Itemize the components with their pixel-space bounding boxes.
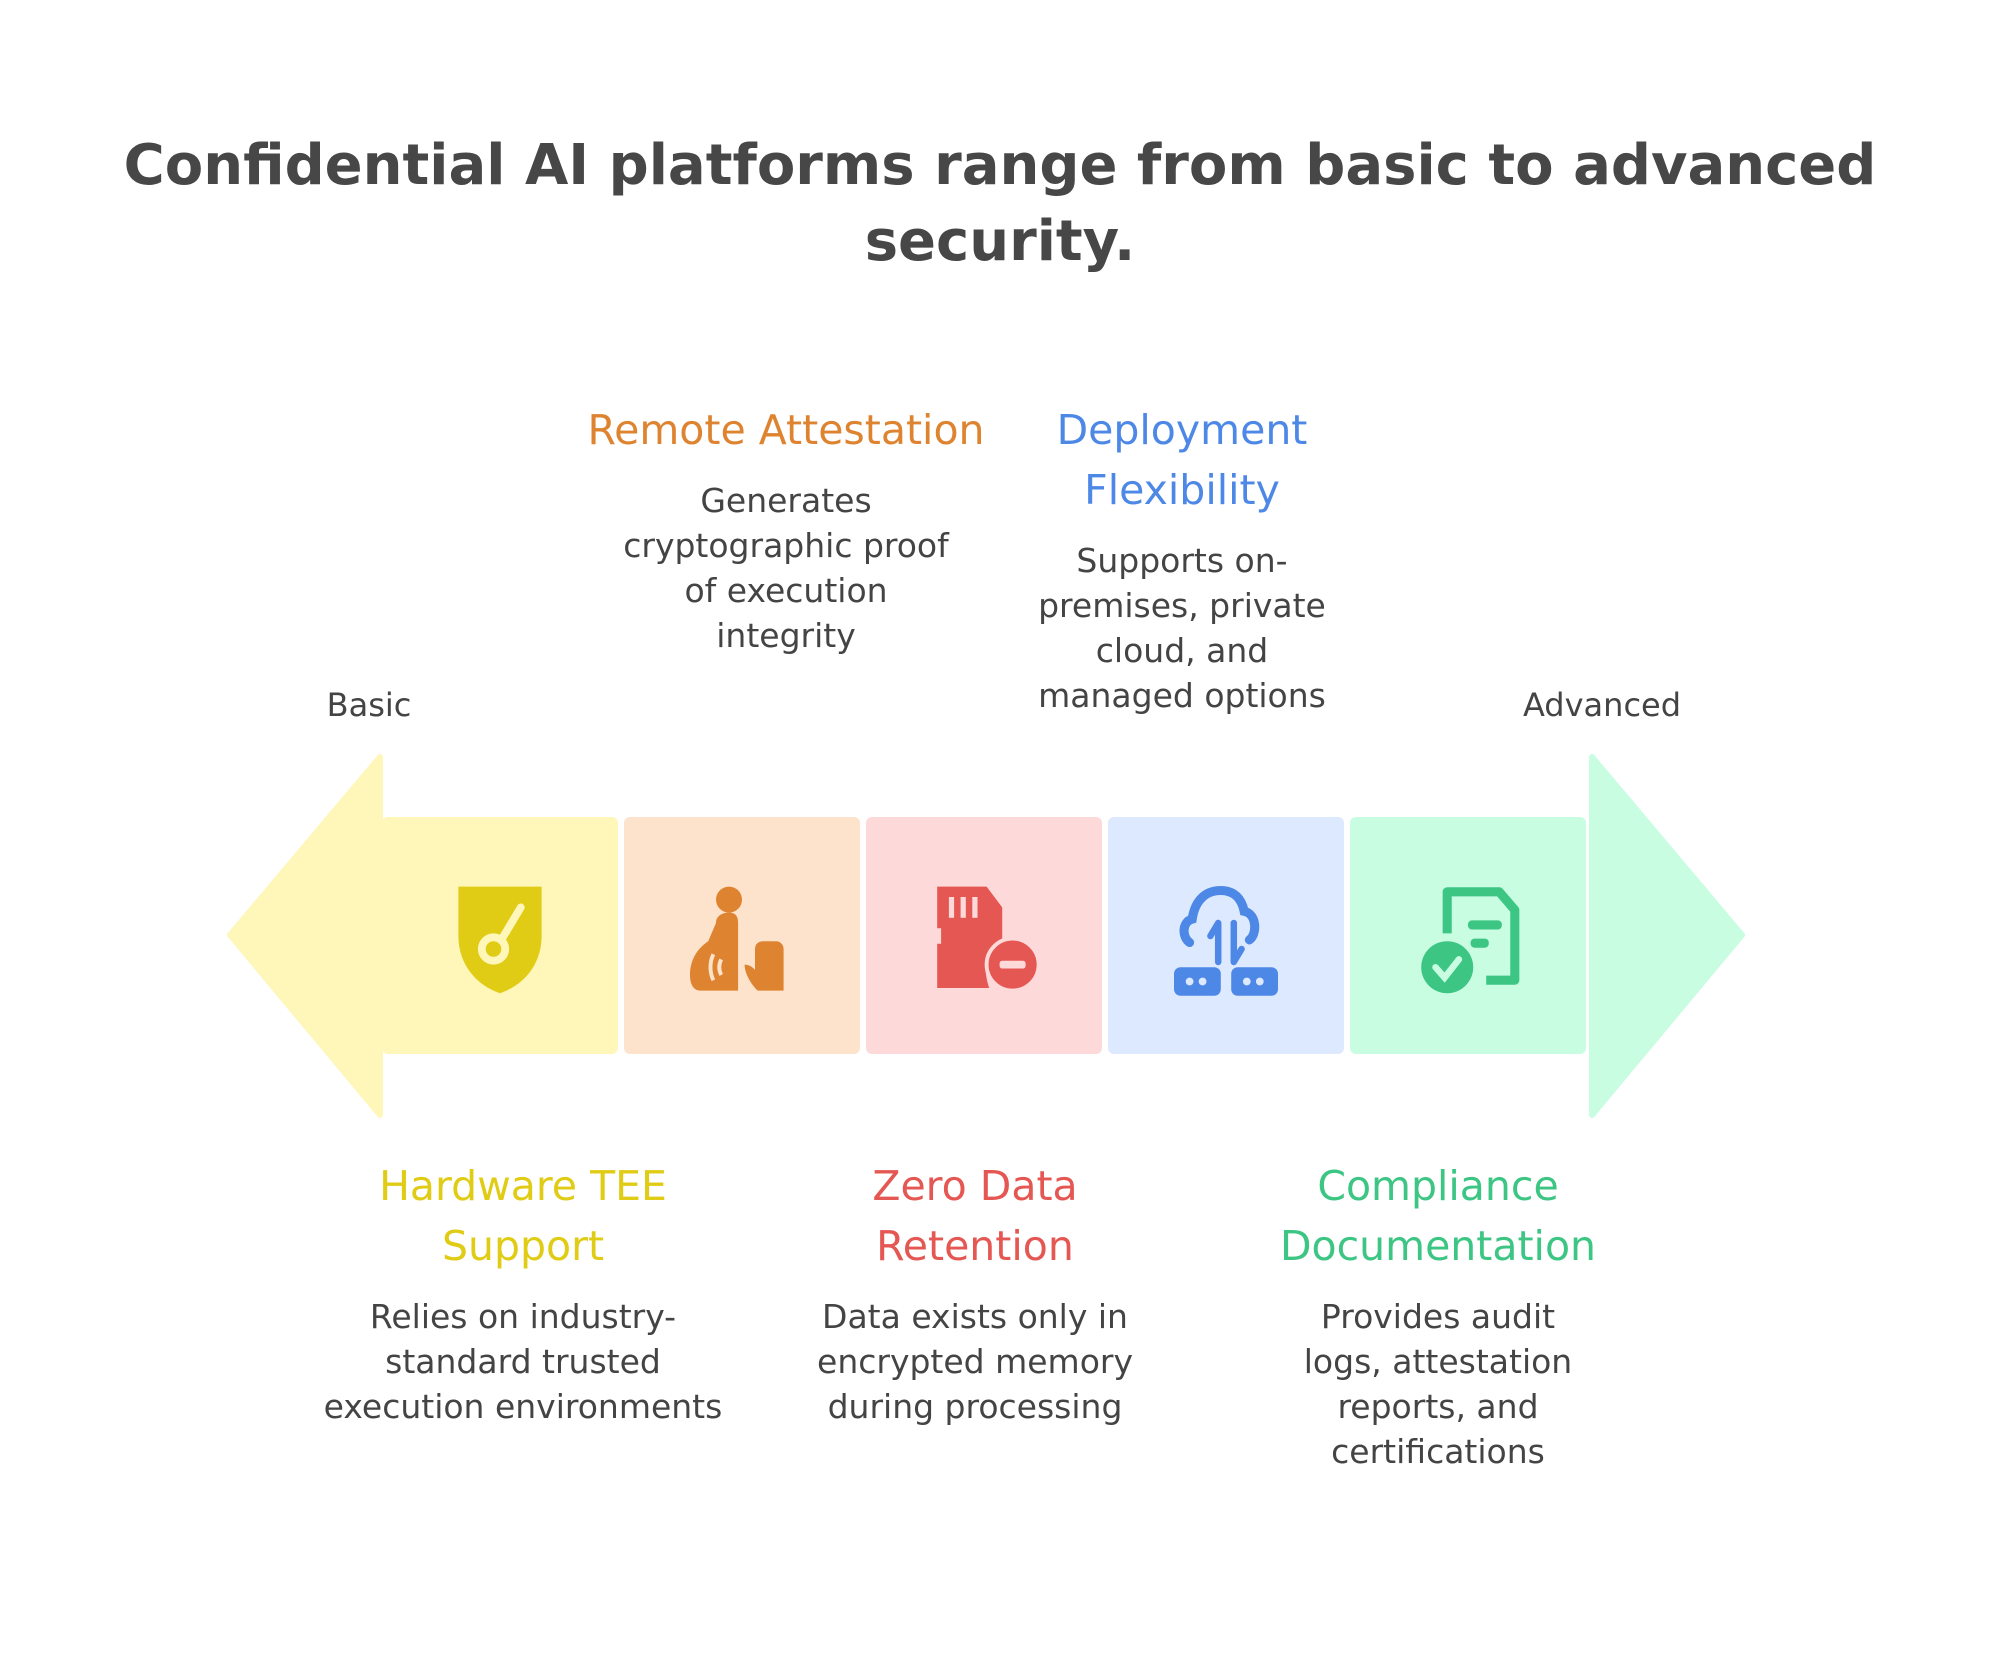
stage-description: Data exists only in encrypted memory dur… [817,1297,1133,1426]
stage-remote-attestation: Remote Attestation Generates cryptograph… [576,400,996,658]
stage-title: Remote Attestation [587,406,985,454]
right-arrow-head [1589,754,1745,1118]
cloud-server-icon [1174,885,1278,996]
stage-hardware-tee: Hardware TEE Support Relies on industry-… [313,1156,733,1429]
scale-end-label: Advanced [1522,686,1682,724]
stage-deployment-flexibility: Deployment Flexibility Supports on-premi… [972,400,1392,718]
diagram-title: Confidential AI platforms range from bas… [123,133,1877,274]
stage-title: Deployment Flexibility [1056,406,1308,514]
stage-compliance-documentation: Compliance Documentation Provides audit … [1228,1156,1648,1474]
document-check-icon [1421,886,1520,993]
scale-start-label: Basic [326,686,412,724]
left-arrow-head [227,754,383,1118]
stage-box-remote-attestation [624,817,860,1054]
stage-title: Hardware TEE Support [379,1162,667,1270]
stage-description: Provides audit logs, attestation reports… [1303,1297,1573,1471]
stage-box-zero-data-retention [866,817,1102,1054]
stage-description: Generates cryptographic proof of executi… [623,481,949,655]
shield-key-icon [458,886,542,993]
stage-description: Supports on-premises, private cloud, and… [1038,541,1326,715]
stage-title: Zero Data Retention [872,1162,1078,1270]
stage-box-deployment-flexibility [1108,817,1344,1054]
person-signal-icon [690,886,784,991]
stage-description: Relies on industry-standard trusted exec… [323,1297,723,1426]
stage-title: Compliance Documentation [1279,1162,1597,1270]
stage-box-hardware-tee [382,817,618,1054]
stage-box-compliance-documentation [1350,817,1586,1054]
stage-zero-data-retention: Zero Data Retention Data exists only in … [765,1156,1185,1429]
memory-card-minus-icon [937,886,1041,993]
